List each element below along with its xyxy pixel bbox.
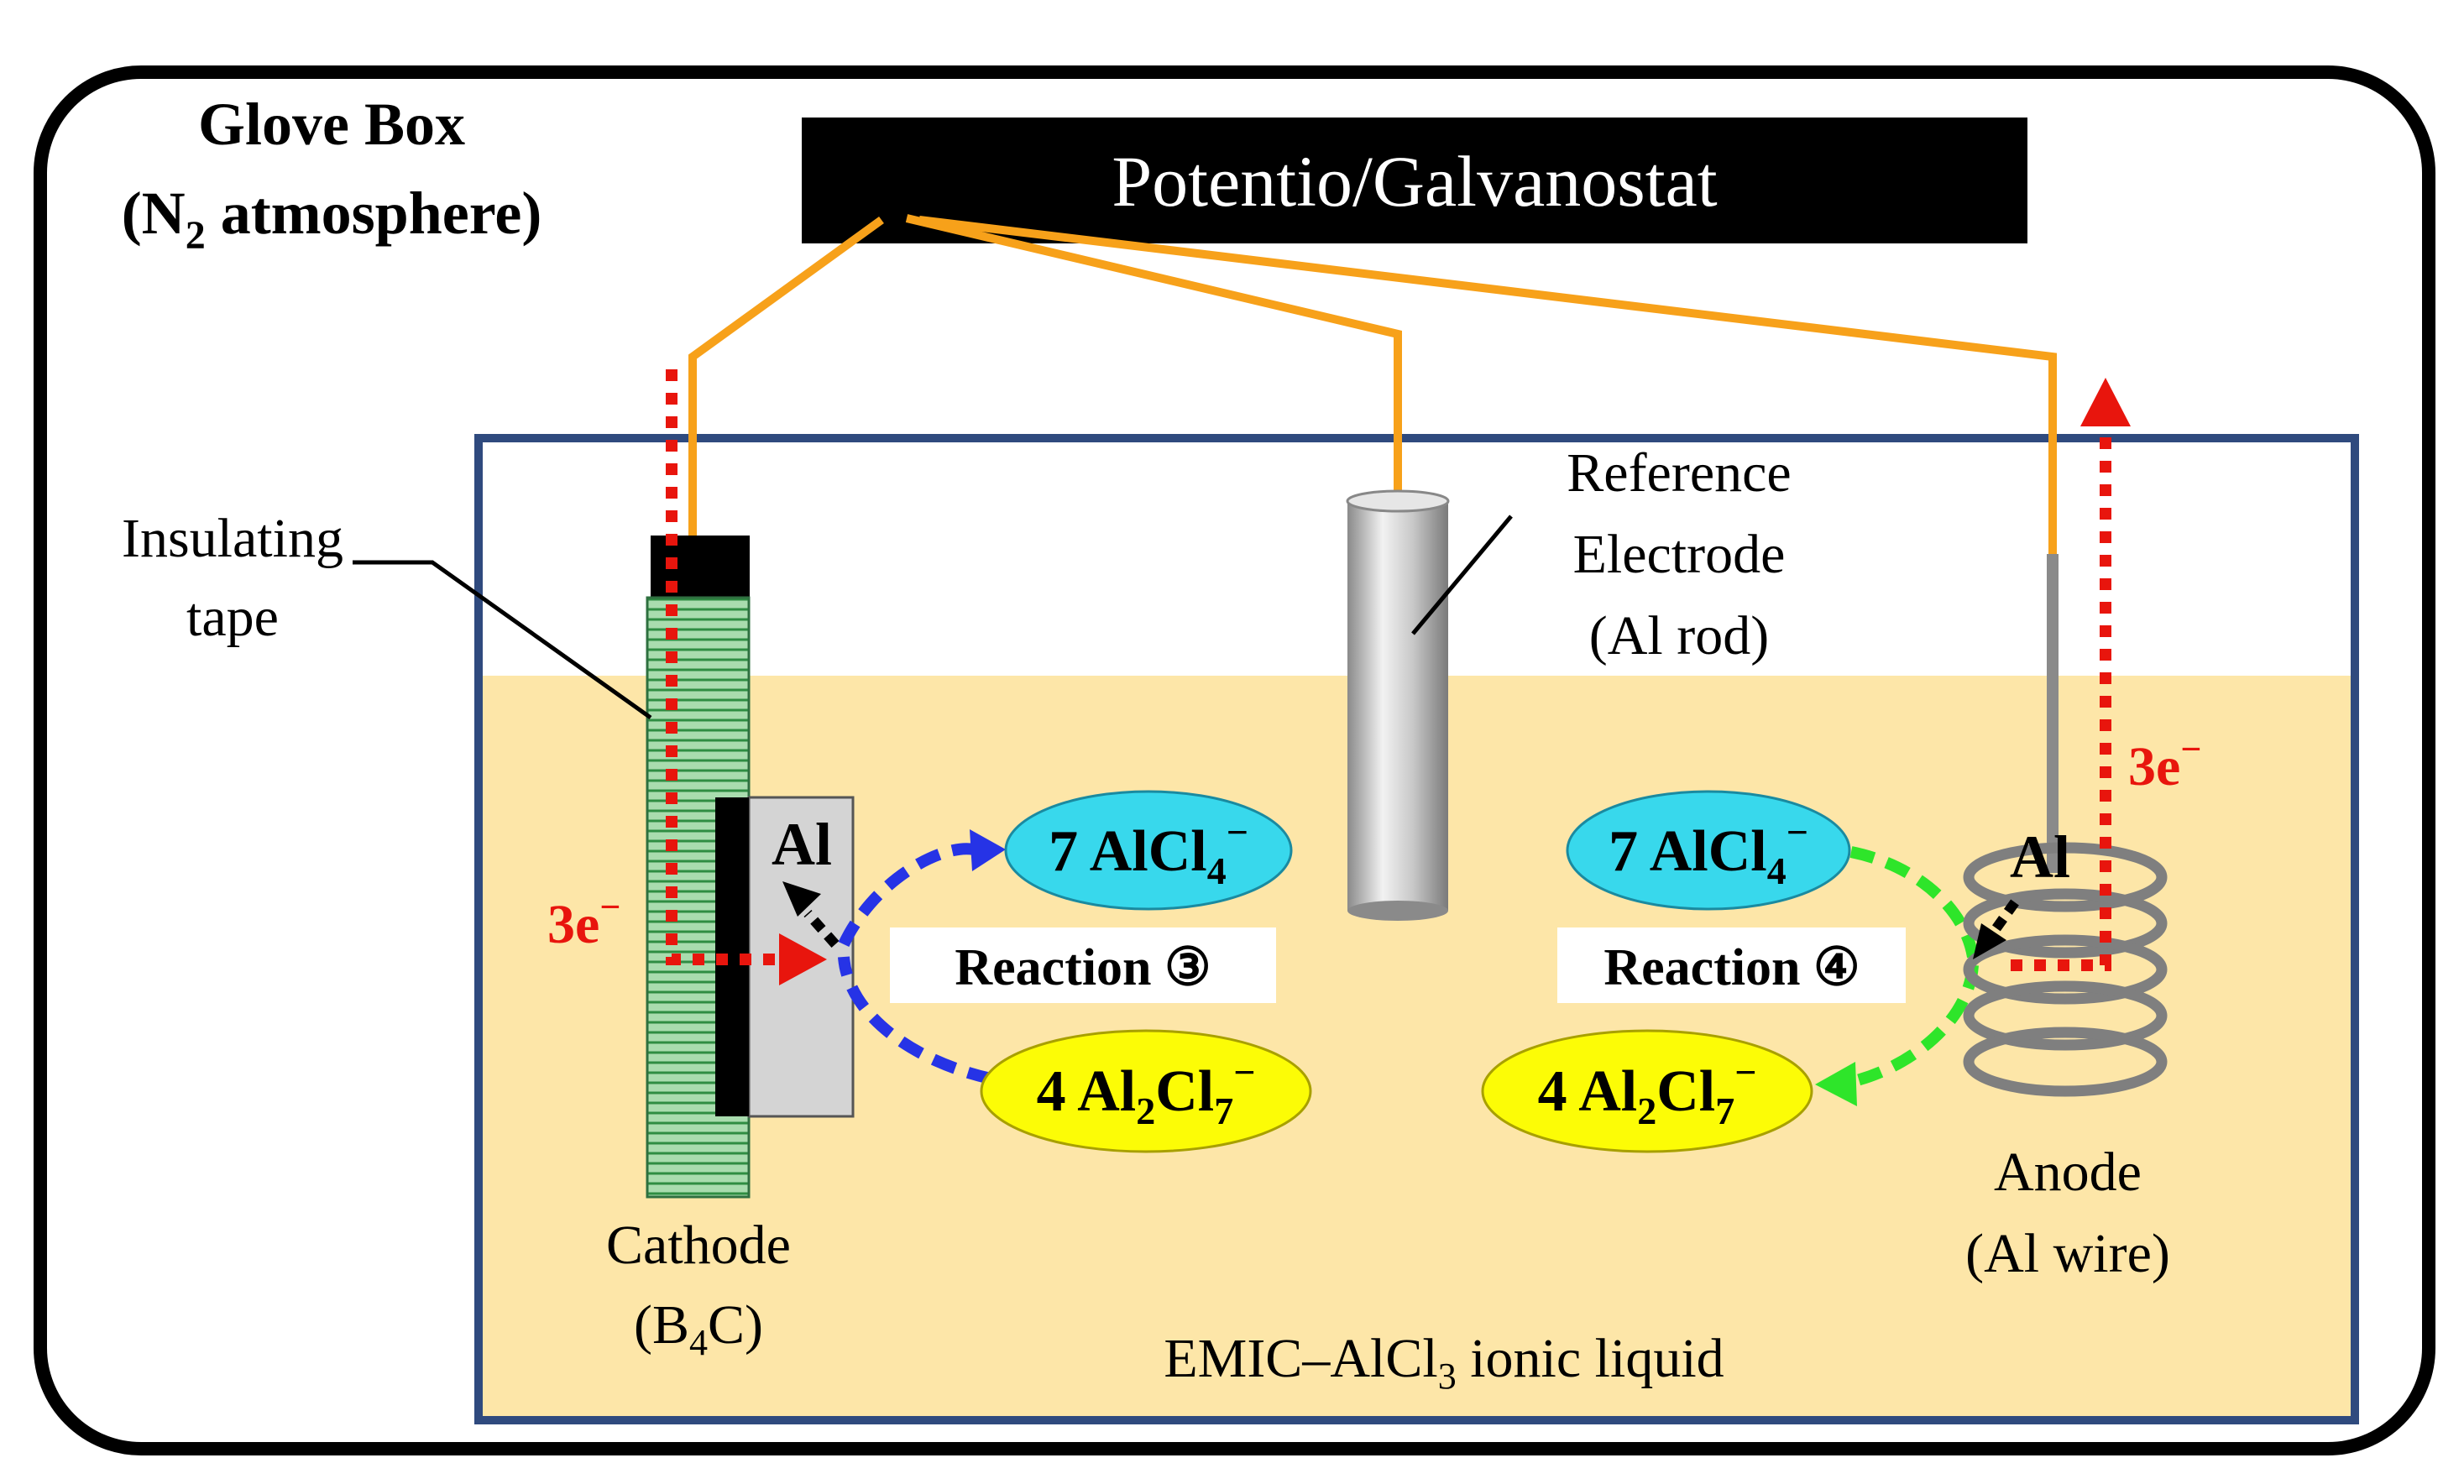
wire-to-cathode (688, 216, 884, 541)
reference-label-line2: Electrode (1573, 524, 1786, 585)
reference-label-line3: (Al rod) (1589, 605, 1769, 666)
green-cycle-bottom (1845, 964, 1979, 1089)
al2cl7-ellipse-right (1481, 1029, 1813, 1153)
alcl4-ellipse-right (1566, 790, 1851, 911)
reaction-3-box (890, 928, 1276, 1003)
reaction-3-label: Reaction ③ (955, 939, 1211, 996)
cathode-electron-arrowhead (779, 933, 827, 985)
reference-rod-bottom (1347, 901, 1448, 921)
blue-cycle-arrowhead (970, 829, 1006, 871)
potentiostat-label: Potentio/Galvanostat (1112, 141, 1717, 222)
cathode-electron-path (666, 369, 785, 965)
al-anode-label: Al (2010, 823, 2070, 891)
anode-electron-path (2011, 424, 2111, 971)
alcl4-ellipse-left (1004, 790, 1293, 911)
anode-electron-label: 3e− (2128, 729, 2201, 797)
anode-dissolution-arrowhead (1973, 923, 2006, 959)
glove-box-atmosphere: (N2 atmosphere) (122, 180, 542, 258)
anode-coil (1963, 842, 2168, 1097)
blue-cycle-top (838, 843, 976, 948)
insulating-tape-label-line2: tape (186, 587, 279, 648)
wire-to-anode (918, 216, 2057, 554)
al-deposit-label: Al (772, 811, 832, 878)
cathode-black-cap (651, 536, 750, 601)
reaction-4-box (1557, 928, 1906, 1003)
alcl4-text-right: 7 AlCl4− (1609, 811, 1808, 892)
cathode-label-line1: Cathode (606, 1215, 791, 1276)
al2cl7-text-right: 4 Al2Cl7− (1538, 1051, 1757, 1132)
insulating-tape-leader (353, 560, 652, 720)
reaction-4-label: Reaction ④ (1603, 939, 1860, 996)
reference-label-line1: Reference (1567, 442, 1791, 504)
al2cl7-text-left: 4 Al2Cl7− (1037, 1051, 1256, 1132)
insulating-tape-label-line1: Insulating (122, 508, 343, 569)
ionic-liquid-label: EMIC–AlCl3 ionic liquid (1164, 1328, 1724, 1397)
al2cl7-ellipse-left (980, 1029, 1312, 1153)
anode-dissolution-arrow (1990, 899, 2019, 935)
cathode-electron-label: 3e− (547, 886, 620, 955)
reference-rod-top (1346, 489, 1450, 513)
alcl4-text-left: 7 AlCl4− (1049, 811, 1248, 892)
cathode-al-arrowhead (782, 881, 821, 917)
green-cycle-arrowhead (1815, 1062, 1857, 1106)
cathode-al-deposition-arrow (803, 910, 840, 948)
green-cycle-top (1849, 846, 1979, 959)
wire-to-reference (905, 214, 1402, 494)
reference-leader (1411, 515, 1513, 635)
glove-box-title: Glove Box (198, 91, 465, 158)
cathode-label-line2: (B4C) (634, 1294, 763, 1363)
anode-label-line2: (Al wire) (1965, 1223, 2170, 1284)
anode-label-line1: Anode (1994, 1142, 2142, 1203)
reference-rod-body (1347, 499, 1448, 911)
anode-electron-arrowhead (2080, 378, 2131, 426)
potentiostat-box (802, 118, 2027, 243)
